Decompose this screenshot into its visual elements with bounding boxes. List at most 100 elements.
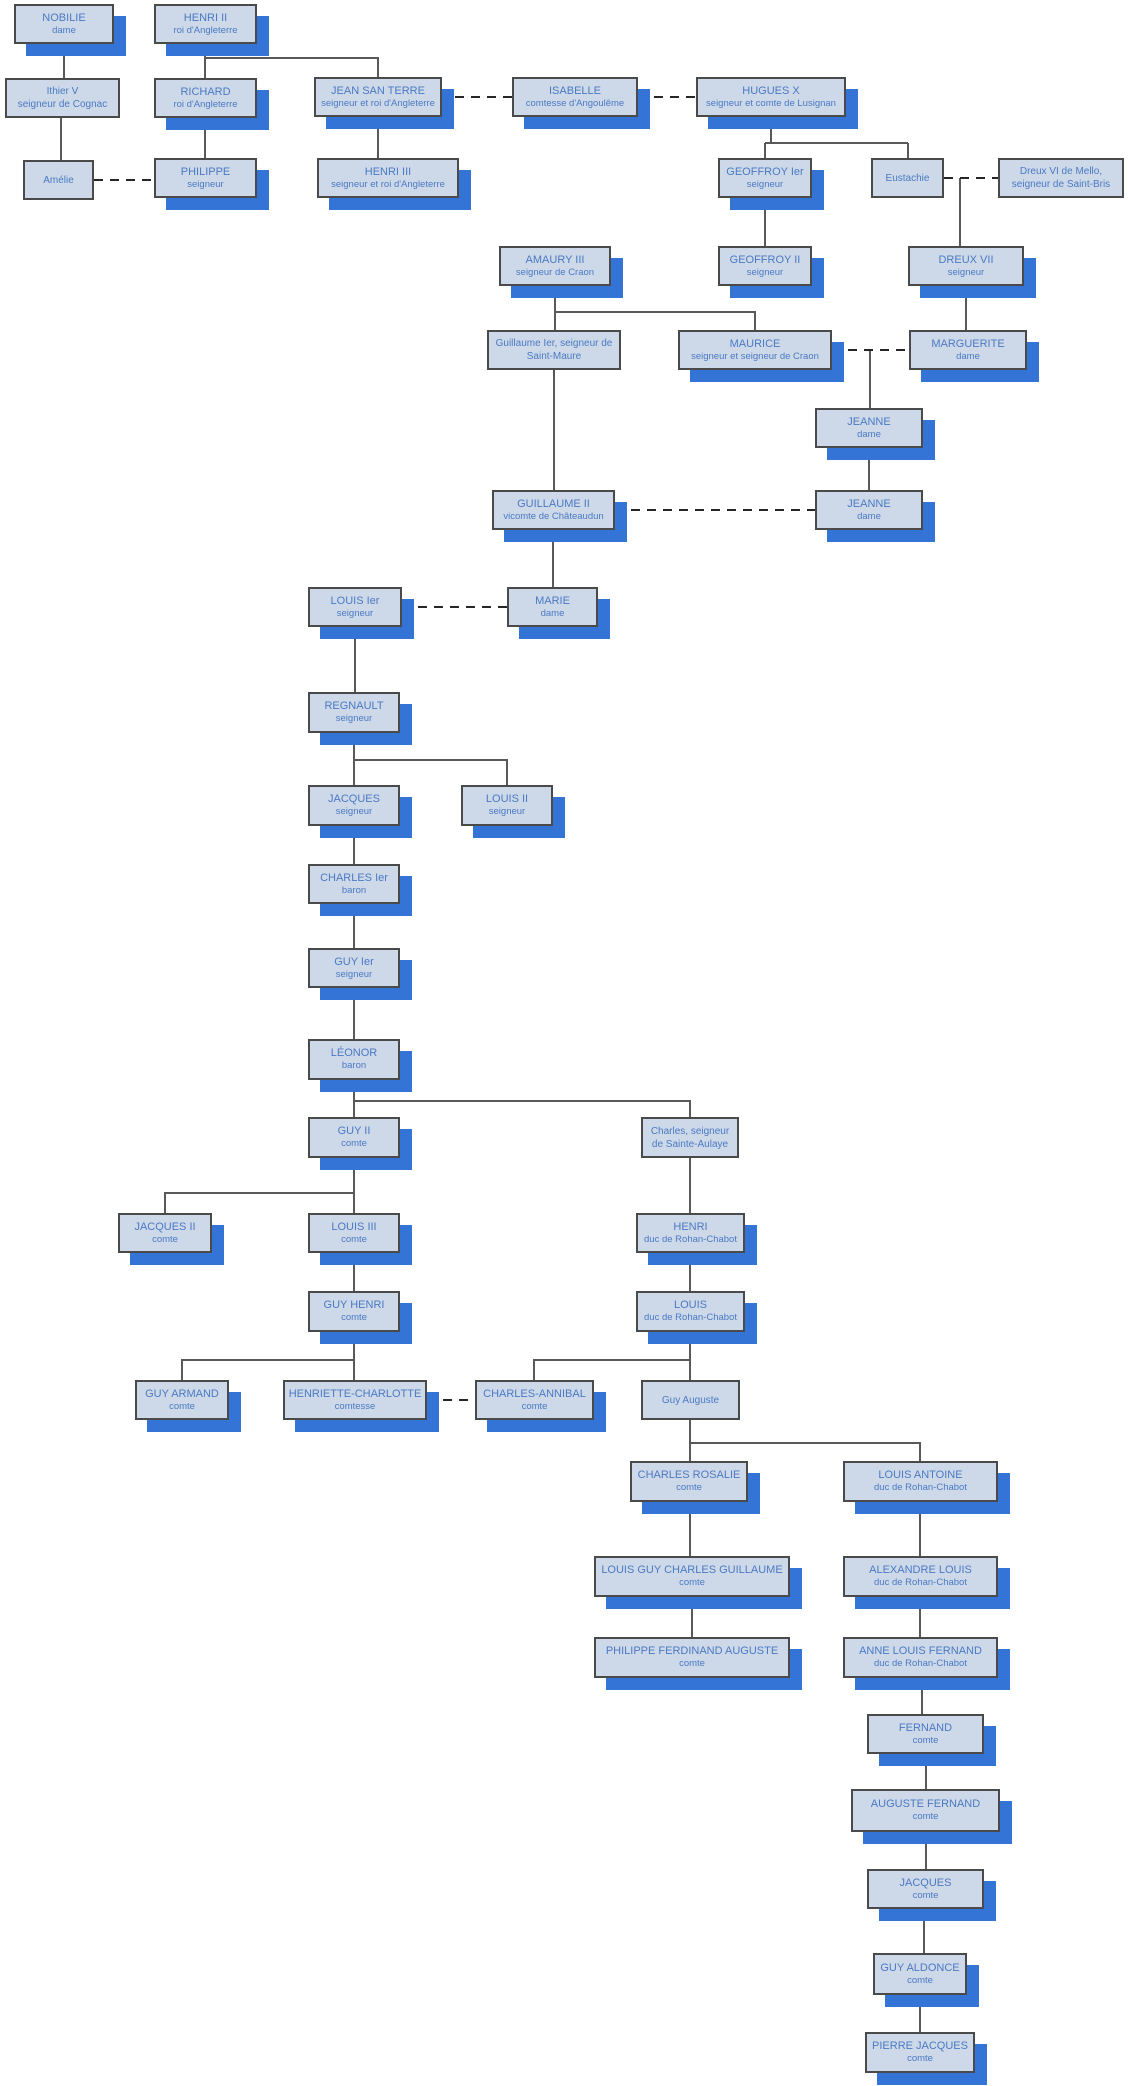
person-title: baron [341, 884, 367, 896]
descent-connector [181, 1359, 354, 1380]
person-name: LOUIS Ier [330, 594, 380, 607]
person-title: comte [676, 1482, 702, 1494]
person-title: comte [341, 1138, 367, 1150]
person-node-ithier-v[interactable]: Ithier V seigneur de Cognac [5, 78, 120, 118]
person-name: ISABELLE [549, 84, 601, 97]
person-name: PHILIPPE FERDINAND AUGUSTE [605, 1645, 779, 1658]
person-title: Saint-Maure [526, 351, 582, 362]
person-title: comte [907, 2053, 933, 2065]
descent-connector [533, 1359, 690, 1380]
person-node-guy-auguste[interactable]: Guy Auguste [641, 1380, 740, 1420]
descent-connector [354, 1100, 691, 1117]
person-title: comtesse [334, 1400, 376, 1412]
person-name: HENRI III [364, 165, 412, 178]
person-name: MAURICE [729, 337, 781, 350]
person-name: Ithier V [46, 86, 79, 97]
person-name: JACQUES II [134, 1220, 196, 1233]
person-title: comte [912, 1734, 939, 1746]
descent-connector [690, 1442, 921, 1461]
person-title: seigneur et seigneur de Craon [691, 350, 819, 362]
person-title: seigneur [488, 806, 526, 818]
person-title: seigneur [947, 266, 985, 278]
person-name: NOBILIE [42, 11, 86, 24]
person-node-dreux-vi[interactable]: Dreux VI de Mello,seigneur de Saint-Bris [998, 158, 1124, 198]
person-title: seigneur [187, 178, 224, 190]
person-title: duc de Rohan-Chabot [874, 1658, 967, 1670]
person-title: comte [912, 1889, 939, 1901]
person-name: CHARLES Ier [320, 871, 388, 884]
person-name: GEOFFROY Ier [726, 165, 804, 178]
person-node-eustachie[interactable]: Eustachie [871, 158, 944, 198]
person-name: LÉONOR [330, 1047, 378, 1060]
person-name: LOUIS III [331, 1220, 377, 1233]
descent-connector [555, 311, 756, 330]
person-node-amelie[interactable]: Amélie [23, 160, 94, 200]
person-title: baron [341, 1060, 367, 1072]
descent-connector [205, 57, 379, 77]
person-name: Eustachie [885, 172, 930, 184]
person-title: seigneur de Cognac [17, 99, 108, 110]
person-title: duc de Rohan-Chabot [644, 1312, 737, 1324]
person-name: MARGUERITE [931, 337, 1005, 350]
person-title: seigneur [746, 266, 784, 278]
person-name: Dreux VI de Mello, [1019, 166, 1103, 177]
person-name: MARIE [535, 594, 570, 607]
person-title: comtesse d'Angoulême [525, 97, 625, 109]
person-name: Amélie [43, 174, 74, 186]
person-title: comte [341, 1312, 367, 1324]
person-name: HENRI II [183, 11, 228, 24]
person-name: PIERRE JACQUES [872, 2040, 968, 2053]
person-title: dame [857, 428, 881, 440]
person-name: CHARLES ROSALIE [637, 1469, 741, 1482]
person-name: RICHARD [180, 85, 231, 98]
person-title: comte [679, 1658, 705, 1670]
